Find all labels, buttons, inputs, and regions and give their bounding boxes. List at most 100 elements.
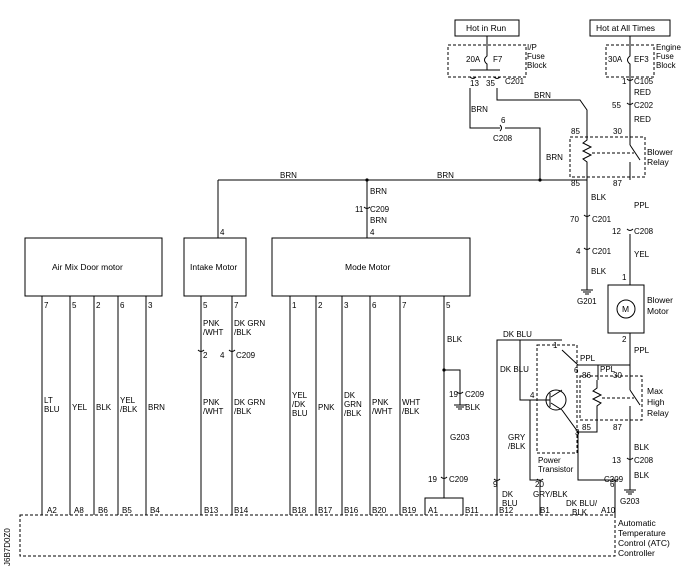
svg-text:85: 85 xyxy=(582,423,591,432)
svg-text:87: 87 xyxy=(613,179,622,188)
svg-text:DK: DK xyxy=(344,391,356,400)
svg-text:PPL: PPL xyxy=(580,354,596,363)
air-mix-door-motor xyxy=(24,237,163,297)
svg-text:19: 19 xyxy=(449,390,458,399)
mode-motor xyxy=(271,237,471,297)
svg-text:B18: B18 xyxy=(292,506,307,515)
svg-text:85: 85 xyxy=(571,179,580,188)
svg-text:DK BLU/: DK BLU/ xyxy=(566,499,598,508)
svg-text:Air Mix Door motor: Air Mix Door motor xyxy=(52,262,123,272)
svg-text:C208: C208 xyxy=(634,227,654,236)
svg-text:70: 70 xyxy=(570,215,579,224)
svg-text:G203: G203 xyxy=(620,497,640,506)
svg-text:2: 2 xyxy=(96,301,101,310)
svg-text:C209: C209 xyxy=(236,351,256,360)
svg-text:BRN: BRN xyxy=(437,171,454,180)
svg-text:30: 30 xyxy=(613,371,622,380)
intake-wires: 5 7 PNK /WHT DK GRN /BLK 2 4 C209 PNK /W… xyxy=(197,296,265,515)
svg-text:YEL: YEL xyxy=(292,391,308,400)
svg-text:BLK: BLK xyxy=(96,403,112,412)
svg-text:/WHT: /WHT xyxy=(372,407,393,416)
svg-text:6: 6 xyxy=(372,301,377,310)
svg-text:BRN: BRN xyxy=(370,187,387,196)
svg-text:C201: C201 xyxy=(592,215,612,224)
svg-text:A2: A2 xyxy=(47,506,57,515)
svg-text:BLK: BLK xyxy=(447,335,463,344)
blower-relay-label: Blower xyxy=(647,147,673,157)
svg-text:BLK: BLK xyxy=(465,403,481,412)
svg-text:Block: Block xyxy=(527,61,548,70)
svg-text:PPL: PPL xyxy=(634,201,650,210)
svg-text:6: 6 xyxy=(574,366,579,375)
svg-text:55: 55 xyxy=(612,101,621,110)
svg-text:6: 6 xyxy=(610,480,615,489)
svg-text:2: 2 xyxy=(203,351,208,360)
svg-text:BRN: BRN xyxy=(148,403,165,412)
svg-text:EF3: EF3 xyxy=(634,55,649,64)
drawing-code: J6B7D0Z0 xyxy=(3,528,12,566)
blower-motor xyxy=(607,284,645,334)
svg-text:BLK: BLK xyxy=(591,193,607,202)
svg-text:G203: G203 xyxy=(450,433,470,442)
svg-text:PNK: PNK xyxy=(372,398,389,407)
svg-text:B16: B16 xyxy=(344,506,359,515)
svg-text:5: 5 xyxy=(72,301,77,310)
hot-at-all-times-label: Hot at All Times xyxy=(596,23,655,33)
svg-text:DK: DK xyxy=(502,490,514,499)
svg-text:YEL: YEL xyxy=(120,396,136,405)
svg-text:/BLK: /BLK xyxy=(120,405,138,414)
svg-text:Relay: Relay xyxy=(647,408,669,418)
svg-text:B13: B13 xyxy=(204,506,219,515)
hot-in-run-label: Hot in Run xyxy=(466,23,506,33)
svg-text:F7: F7 xyxy=(493,55,503,64)
svg-text:A10: A10 xyxy=(601,506,616,515)
svg-text:C201: C201 xyxy=(592,247,612,256)
svg-text:/WHT: /WHT xyxy=(203,407,224,416)
svg-text:BRN: BRN xyxy=(280,171,297,180)
svg-text:B12: B12 xyxy=(499,506,514,515)
power-transistor xyxy=(536,344,578,454)
svg-text:4: 4 xyxy=(220,351,225,360)
svg-text:4: 4 xyxy=(220,228,225,237)
svg-text:BLU: BLU xyxy=(502,499,518,508)
svg-text:/BLK: /BLK xyxy=(402,407,420,416)
svg-text:BRN: BRN xyxy=(370,216,387,225)
svg-text:RED: RED xyxy=(634,88,651,97)
svg-text:DK BLU: DK BLU xyxy=(500,365,529,374)
svg-text:B17: B17 xyxy=(318,506,333,515)
svg-text:35: 35 xyxy=(486,79,495,88)
svg-text:85: 85 xyxy=(571,127,580,136)
svg-text:20A: 20A xyxy=(466,55,481,64)
svg-text:Intake Motor: Intake Motor xyxy=(190,262,237,272)
svg-text:4: 4 xyxy=(576,247,581,256)
svg-text:Engine: Engine xyxy=(656,43,681,52)
svg-text:5: 5 xyxy=(203,301,208,310)
svg-text:13: 13 xyxy=(470,79,479,88)
svg-text:13: 13 xyxy=(612,456,621,465)
svg-text:A1: A1 xyxy=(428,506,438,515)
svg-text:12: 12 xyxy=(612,227,621,236)
svg-text:High: High xyxy=(647,397,665,407)
blower-relay xyxy=(569,136,646,178)
air-mix-wires: 7 5 2 6 3 LT BLU YEL BLK YEL /BLK BRN xyxy=(41,296,165,515)
svg-text:7: 7 xyxy=(234,301,239,310)
svg-text:B11: B11 xyxy=(465,506,479,515)
svg-text:BRN: BRN xyxy=(534,91,551,100)
svg-text:6: 6 xyxy=(501,116,506,125)
svg-text:C209: C209 xyxy=(370,205,390,214)
svg-text:A8: A8 xyxy=(74,506,84,515)
atc-controller xyxy=(19,514,616,557)
svg-text:C209: C209 xyxy=(604,475,624,484)
svg-text:87: 87 xyxy=(613,423,622,432)
svg-text:/BLK: /BLK xyxy=(234,328,252,337)
svg-text:4: 4 xyxy=(370,228,375,237)
svg-text:Relay: Relay xyxy=(647,157,669,167)
svg-text:LT: LT xyxy=(44,396,53,405)
svg-text:WHT: WHT xyxy=(402,398,420,407)
svg-text:1: 1 xyxy=(553,341,558,350)
svg-text:G201: G201 xyxy=(577,297,597,306)
svg-text:3: 3 xyxy=(344,301,349,310)
svg-text:GRY/BLK: GRY/BLK xyxy=(533,490,568,499)
svg-text:/BLK: /BLK xyxy=(234,407,252,416)
svg-text:Control (ATC): Control (ATC) xyxy=(618,538,670,548)
